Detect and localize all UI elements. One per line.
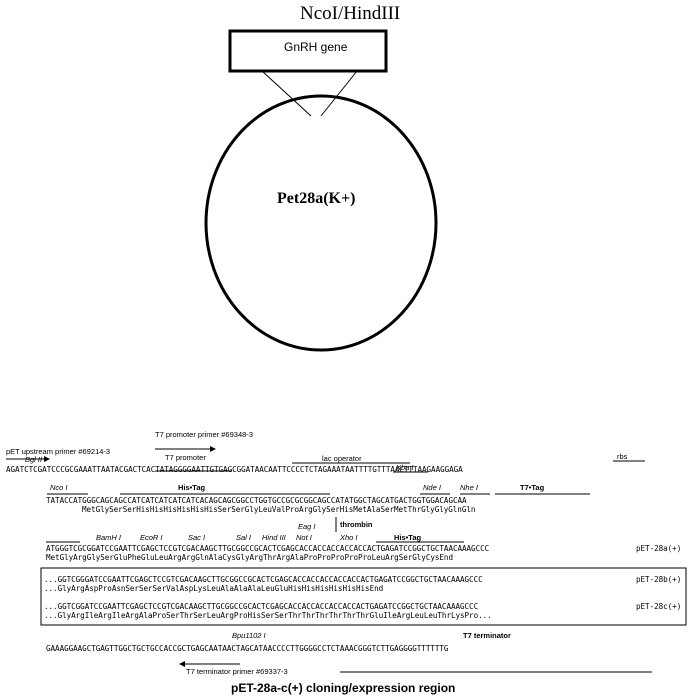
variant-box — [40, 567, 687, 626]
t7-tag-feature: T7•Tag — [520, 483, 545, 492]
lac-operator-feature: lac operator — [322, 454, 362, 463]
sequence-line-2: TATACCATGGGCAGCAGCCATCATCATCATCATCACAGCA… — [46, 496, 467, 505]
terminator-primer: T7 terminator primer #69337-3 — [186, 667, 288, 676]
insert-left-line — [261, 70, 312, 117]
nheI-site: Nhe I — [460, 483, 478, 492]
t7-promoter-feature: T7 promoter — [165, 453, 206, 462]
insert-sites-label: NcoI/HindIII — [300, 3, 401, 24]
xhoI-site: Xho I — [340, 533, 358, 542]
thrombin-site: thrombin — [340, 520, 373, 529]
translation-line-2: MetGlySerSerHisHisHisHisHisHisSerSerGlyL… — [82, 505, 476, 514]
gene-insert-box — [228, 29, 388, 73]
map-title: pET-28a-c(+) cloning/expression region — [231, 681, 456, 695]
his-tag-feature-2: His•Tag — [394, 533, 422, 542]
bglII-site: Bgl II — [25, 455, 43, 464]
ndeI-site: Nde I — [423, 483, 441, 492]
t7-promoter-primer: T7 promoter primer #69348-3 — [155, 430, 253, 439]
gene-label: GnRH gene — [284, 40, 348, 54]
terminator-primer-arrow-icon — [179, 661, 185, 667]
translation-line-4: ...GlyArgAspProAsnSerSerSerValAspLysLeuA… — [44, 584, 384, 593]
variant-label-c: pET-28c(+) — [636, 602, 682, 611]
translation-line-3: MetGlyArgGlySerGluPheGluLeuArgArgGlnAlaC… — [46, 553, 453, 562]
hindIII-site: Hind III — [262, 533, 286, 542]
ncoI-site: Nco I — [50, 483, 68, 492]
variant-label-a: pET-28a(+) — [636, 544, 682, 553]
rbs-feature: rbs — [617, 452, 628, 461]
sequence-line-6: GAAAGGAAGCTGAGTTGGCTGCTGCCACCGCTGAGCAATA… — [46, 644, 449, 653]
sacI-site: Sac I — [188, 533, 206, 542]
xbaI-site: Xba I — [396, 463, 414, 472]
vector-circle — [204, 94, 438, 352]
bamHI-site: BamH I — [96, 533, 122, 542]
salI-site: Sal I — [236, 533, 252, 542]
insert-right-line — [320, 70, 358, 117]
t7-terminator-feature: T7 terminator — [463, 631, 511, 640]
upstream-primer-arrow-icon — [44, 456, 50, 462]
sequence-line-5: ...GGTCGGATCCGAATTCGAGCTCCGTCGACAAGCTTGC… — [44, 602, 479, 611]
ecoRI-site: EcoR I — [140, 533, 163, 542]
notI-site: Not I — [296, 533, 312, 542]
eagI-site: Eag I — [298, 522, 316, 531]
t7-promoter-arrow-icon — [210, 446, 216, 452]
upstream-primer: pET upstream primer #69214-3 — [6, 447, 111, 456]
his-tag-feature: His•Tag — [178, 483, 206, 492]
vector-label: Pet28a(K+) — [277, 190, 356, 207]
bpu1102I-site: Bpu1102 I — [232, 631, 266, 640]
sequence-line-1: AGATCTCGATCCCGCGAAATTAATACGACTCACTATAGGG… — [6, 465, 463, 474]
translation-line-5: ...GlyArgIleArgIleArgAlaProSerThrSerLeuA… — [44, 611, 492, 620]
sequence-line-3: ATGGGTCGCGGATCCGAATTCGAGCTCCGTCGACAAGCTT… — [46, 544, 490, 553]
sequence-line-4: ...GGTCGGGATCCGAATTCGAGCTCCGTCGACAAGCTTG… — [44, 575, 483, 584]
variant-label-b: pET-28b(+) — [636, 575, 682, 584]
